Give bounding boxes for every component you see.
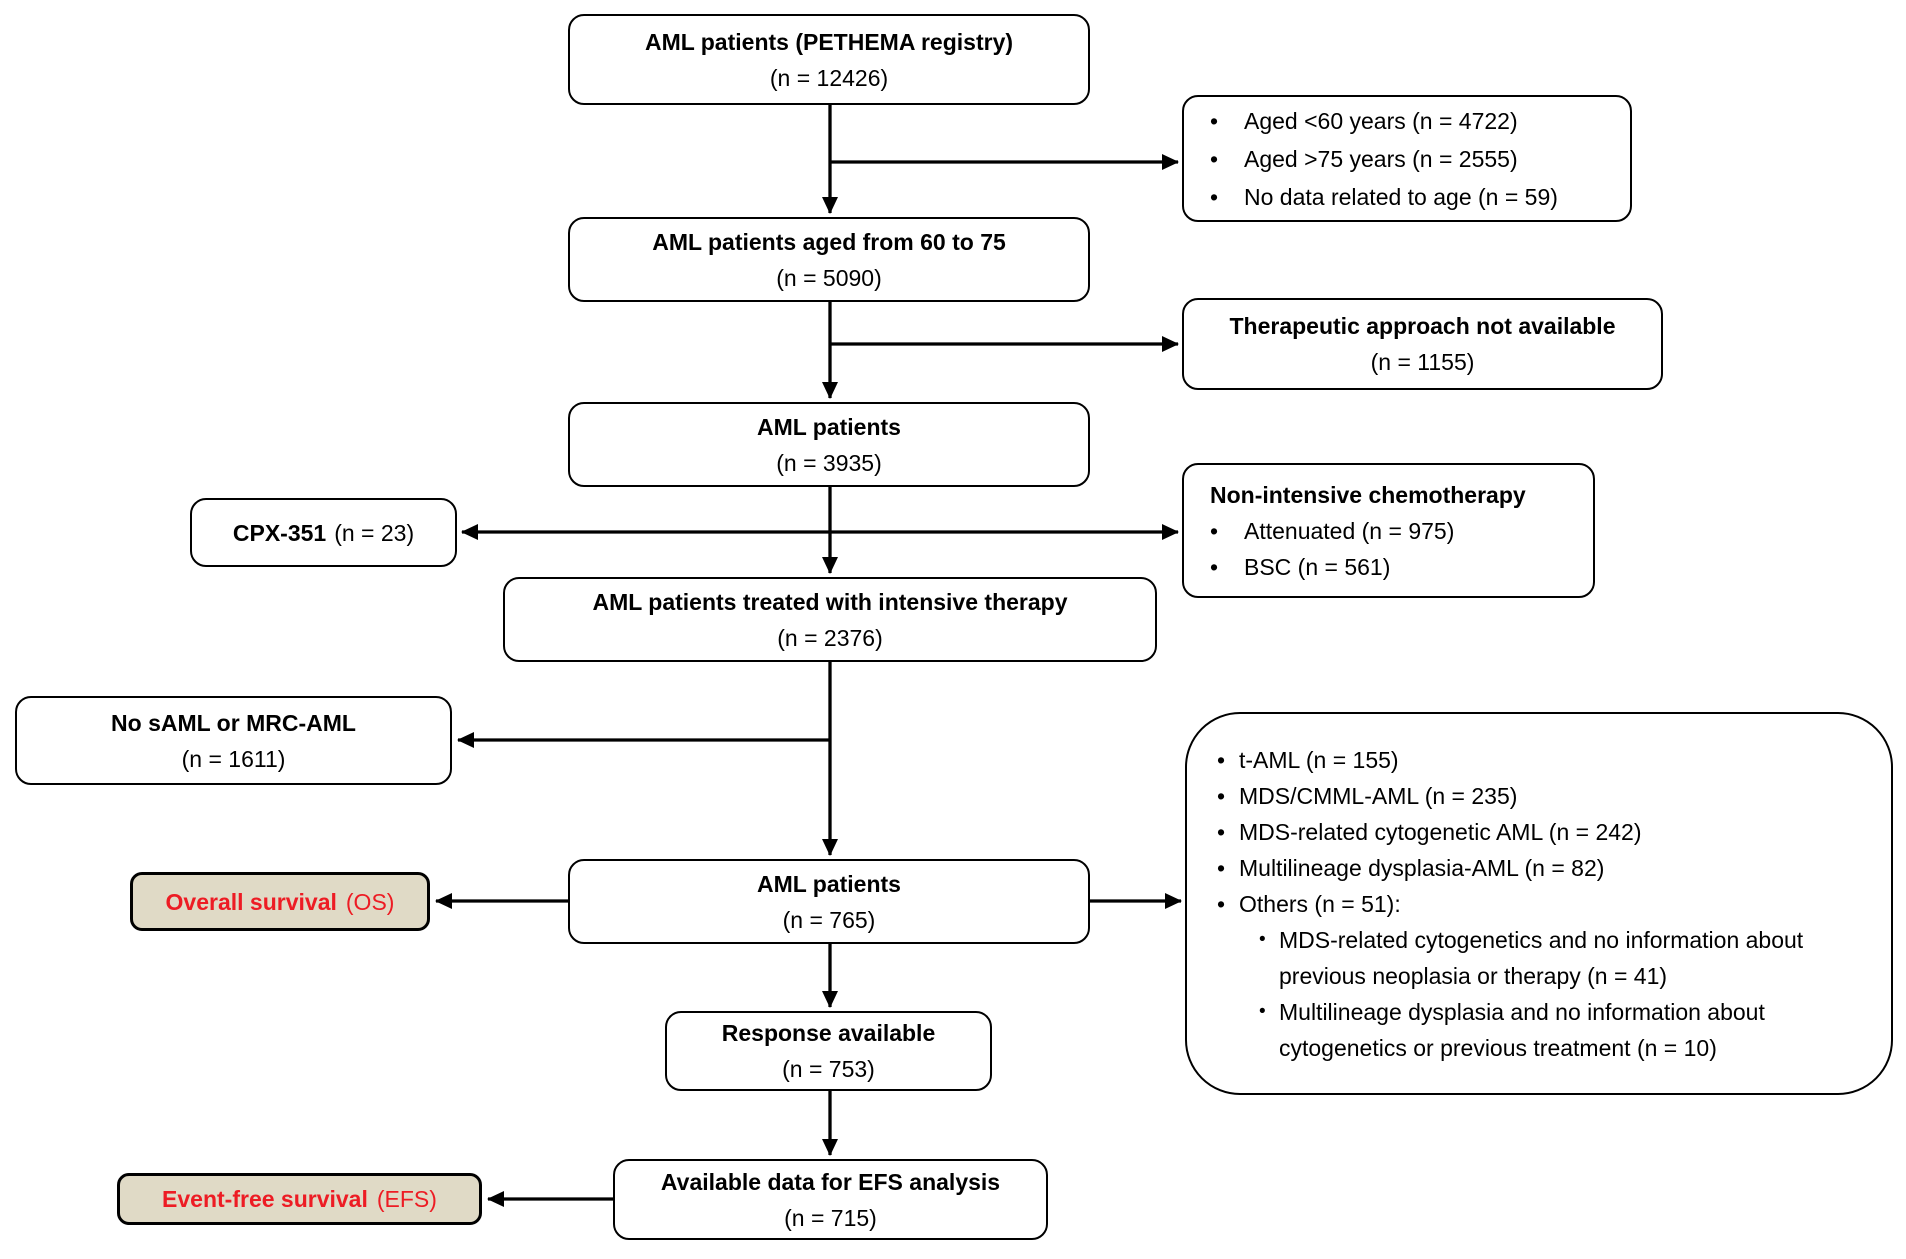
age-exclusion-under60: Aged <60 years (n = 4722) — [1244, 107, 1518, 134]
bullet-icon: • — [1210, 107, 1219, 134]
efs-label: Event-free survival — [162, 1186, 368, 1212]
os-label: Overall survival — [165, 888, 337, 915]
non-intensive-bsc: BSC (n = 561) — [1244, 553, 1391, 580]
list-item: • MDS/CMML-AML (n = 235) — [1217, 778, 1517, 814]
node-registry: AML patients (PETHEMA registry) (n = 124… — [568, 14, 1090, 105]
saml-exclusion-others-mds: MDS-related cytogenetics and no informat… — [1279, 926, 1804, 989]
node-aged-60-75-n: (n = 5090) — [776, 264, 882, 291]
list-item: • No data related to age (n = 59) — [1210, 178, 1558, 216]
node-no-saml-title: No sAML or MRC-AML — [111, 709, 356, 736]
node-registry-title: AML patients (PETHEMA registry) — [644, 28, 1014, 55]
node-efs-data-title: Available data for EFS analysis — [660, 1168, 1001, 1195]
age-exclusion-nodata: No data related to age (n = 59) — [1244, 183, 1558, 210]
list-item: • Attenuated (n = 975) — [1210, 513, 1454, 549]
node-therapeutic-title: Therapeutic approach not available — [1229, 313, 1616, 339]
bullet-icon: • — [1217, 890, 1226, 917]
node-intensive-n: (n = 2376) — [777, 624, 883, 651]
node-aml-765: AML patients (n = 765) — [568, 859, 1090, 944]
saml-exclusion-others: Others (n = 51): — [1239, 890, 1401, 917]
node-overall-survival: Overall survival (OS) — [130, 872, 430, 931]
age-exclusion-over75: Aged >75 years (n = 2555) — [1244, 145, 1518, 172]
bullet-icon: • — [1210, 183, 1219, 210]
list-item: • Aged <60 years (n = 4722) — [1210, 102, 1518, 140]
bullet-icon: • — [1259, 1000, 1266, 1022]
sub-list-item: • MDS-related cytogenetics and no informa… — [1217, 922, 1819, 994]
list-item: • Aged >75 years (n = 2555) — [1210, 140, 1518, 178]
node-no-saml: No sAML or MRC-AML (n = 1611) — [15, 696, 452, 785]
node-intensive: AML patients treated with intensive ther… — [503, 577, 1157, 662]
bullet-icon: • — [1259, 928, 1266, 950]
node-intensive-title: AML patients treated with intensive ther… — [592, 588, 1068, 615]
node-response-title: Response available — [721, 1020, 936, 1046]
saml-exclusion-multilineage: Multilineage dysplasia-AML (n = 82) — [1239, 854, 1605, 881]
node-aml-765-title: AML patients — [757, 870, 901, 897]
node-aml-3935: AML patients (n = 3935) — [568, 402, 1090, 487]
bullet-icon: • — [1217, 782, 1226, 809]
node-aml-3935-n: (n = 3935) — [776, 449, 882, 476]
os-suffix: (OS) — [345, 888, 395, 915]
list-item: • BSC (n = 561) — [1210, 549, 1390, 585]
saml-exclusion-taml: t-AML (n = 155) — [1239, 746, 1399, 773]
saml-exclusion-mds-cmml: MDS/CMML-AML (n = 235) — [1239, 782, 1518, 809]
bullet-icon: • — [1217, 854, 1226, 881]
efs-suffix: (EFS) — [376, 1186, 437, 1212]
node-non-intensive-title: Non-intensive chemotherapy — [1210, 481, 1526, 508]
node-cpx-351: CPX-351 (n = 23) — [190, 498, 457, 567]
saml-exclusion-others-multilineage: Multilineage dysplasia and no informatio… — [1279, 998, 1765, 1061]
bullet-icon: • — [1210, 145, 1219, 172]
node-efs-data-n: (n = 715) — [784, 1204, 877, 1231]
non-intensive-attenuated: Attenuated (n = 975) — [1244, 517, 1455, 544]
bullet-icon: • — [1217, 746, 1226, 773]
list-item: • MDS-related cytogenetic AML (n = 242) — [1217, 814, 1641, 850]
bullet-icon: • — [1210, 553, 1219, 580]
node-event-free-survival: Event-free survival (EFS) — [117, 1173, 482, 1225]
node-therapeutic: Therapeutic approach not available (n = … — [1182, 298, 1663, 390]
node-aged-60-75-title: AML patients aged from 60 to 75 — [652, 228, 1006, 255]
node-cpx-351-n: (n = 23) — [334, 519, 415, 546]
list-item: • t-AML (n = 155) — [1217, 742, 1399, 778]
node-therapeutic-n: (n = 1155) — [1370, 349, 1475, 375]
node-non-intensive: Non-intensive chemotherapy • Attenuated (… — [1182, 463, 1595, 598]
node-cpx-351-title: CPX-351 — [232, 519, 327, 546]
node-aged-60-75: AML patients aged from 60 to 75 (n = 509… — [568, 217, 1090, 302]
node-age-exclusions: • Aged <60 years (n = 4722) • Aged >75 yea… — [1182, 95, 1632, 222]
sub-list-item: • Multilineage dysplasia and no informati… — [1217, 994, 1819, 1066]
node-efs-data: Available data for EFS analysis (n = 715… — [613, 1159, 1048, 1240]
bullet-icon: • — [1217, 818, 1226, 845]
node-no-saml-n: (n = 1611) — [181, 745, 286, 772]
node-aml-3935-title: AML patients — [757, 413, 901, 440]
node-registry-n: (n = 12426) — [769, 64, 889, 91]
saml-exclusion-mds-cyto: MDS-related cytogenetic AML (n = 242) — [1239, 818, 1642, 845]
list-item: • Multilineage dysplasia-AML (n = 82) — [1217, 850, 1604, 886]
node-response: Response available (n = 753) — [665, 1011, 992, 1091]
node-response-n: (n = 753) — [782, 1056, 875, 1082]
node-aml-765-n: (n = 765) — [782, 906, 876, 933]
list-item: • Others (n = 51): — [1217, 886, 1401, 922]
bullet-icon: • — [1210, 517, 1219, 544]
node-saml-exclusions: • t-AML (n = 155) • MDS/CMML-AML (n = 235)… — [1185, 712, 1893, 1095]
